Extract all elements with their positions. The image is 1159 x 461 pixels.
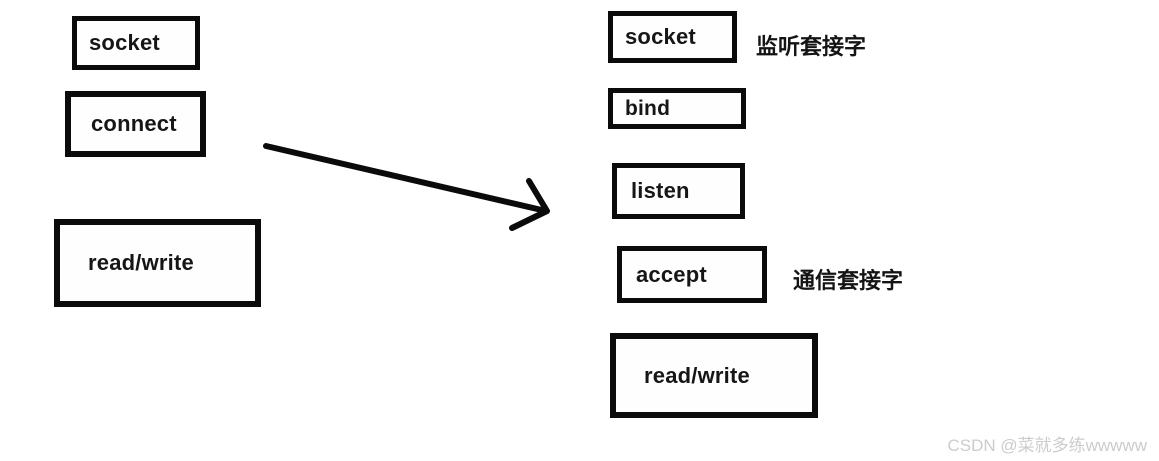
server-listen-box: listen xyxy=(612,163,745,219)
server-readwrite-label: read/write xyxy=(644,362,750,388)
client-connect-label: connect xyxy=(91,111,177,136)
server-accept-box: accept xyxy=(617,246,767,303)
client-socket-label: socket xyxy=(89,30,160,55)
server-bind-label: bind xyxy=(625,96,671,120)
server-listen-label: listen xyxy=(631,178,690,203)
client-readwrite-box: read/write xyxy=(54,219,261,307)
server-accept-label: accept xyxy=(636,261,707,287)
server-socket-box: socket xyxy=(608,11,737,63)
client-socket-box: socket xyxy=(72,16,200,70)
server-readwrite-box: read/write xyxy=(610,333,818,418)
client-connect-box: connect xyxy=(65,91,206,157)
client-readwrite-label: read/write xyxy=(88,250,194,275)
communication-socket-annotation: 通信套接字 xyxy=(793,268,904,293)
csdn-watermark: CSDN @菜就多练wwwww xyxy=(947,436,1147,455)
listening-socket-annotation: 监听套接字 xyxy=(756,34,867,59)
server-socket-label: socket xyxy=(625,24,696,49)
server-bind-box: bind xyxy=(608,88,746,129)
